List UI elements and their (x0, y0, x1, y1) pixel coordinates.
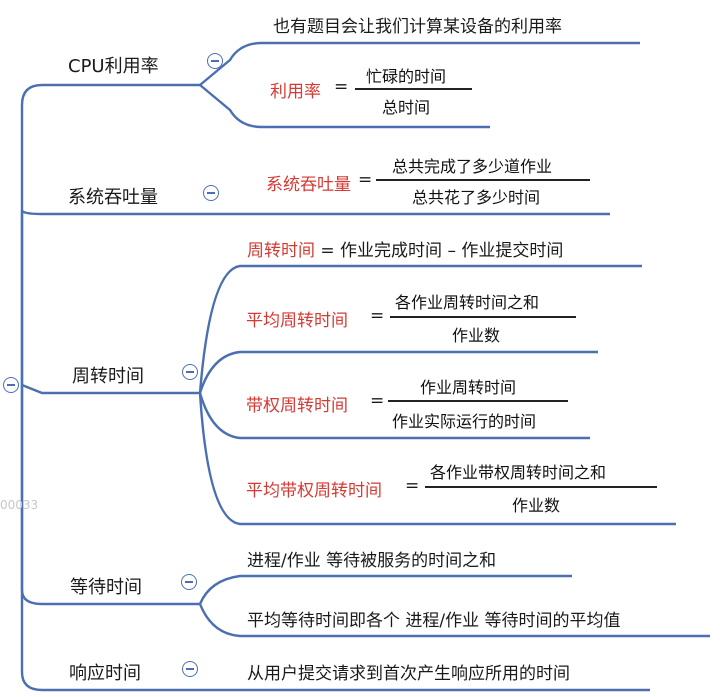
cpu-formula-eq: = (334, 77, 349, 97)
weighted-turnaround-fraction-bar (388, 400, 568, 402)
waiting-collapse-toggle[interactable] (181, 574, 197, 590)
weighted-turnaround-denominator: 作业实际运行的时间 (392, 412, 537, 431)
avg-weighted-turnaround-numerator: 各作业带权周转时间之和 (430, 463, 607, 482)
node-waiting-time[interactable]: 等待时间 (70, 577, 142, 598)
weighted-turnaround-numerator: 作业周转时间 (420, 378, 517, 397)
throughput-fraction-bar (376, 179, 590, 181)
turnaround-collapse-toggle[interactable] (182, 364, 198, 380)
avg-turnaround-fraction-bar (390, 316, 576, 318)
avg-weighted-turnaround-eq: = (405, 476, 420, 496)
node-turnaround-time[interactable]: 周转时间 (72, 366, 144, 387)
weighted-turnaround-name: 带权周转时间 (246, 396, 348, 416)
avg-turnaround-numerator: 各作业周转时间之和 (395, 293, 540, 312)
turnaround-item-1-name: 周转时间 (247, 241, 315, 261)
throughput-denominator: 总共花了多少时间 (412, 188, 541, 207)
throughput-collapse-toggle[interactable] (203, 185, 219, 201)
avg-weighted-turnaround-name: 平均带权周转时间 (246, 481, 382, 501)
response-item[interactable]: 从用户提交请求到首次产生响应所用的时间 (247, 664, 570, 684)
throughput-numerator: 总共完成了多少道作业 (392, 157, 553, 176)
avg-weighted-turnaround-fraction-bar (425, 486, 657, 488)
cpu-formula-name: 利用率 (270, 82, 321, 102)
cpu-denominator: 总时间 (382, 98, 431, 117)
watermark-text: 00033 (0, 498, 39, 512)
turnaround-item-1-rest: = 作业完成时间 – 作业提交时间 (315, 241, 564, 261)
node-cpu-utilization[interactable]: CPU利用率 (68, 56, 159, 77)
throughput-formula-eq: = (358, 170, 373, 190)
root-collapse-toggle[interactable] (3, 377, 19, 393)
response-collapse-toggle[interactable] (182, 661, 198, 677)
waiting-item-2[interactable]: 平均等待时间即各个 进程/作业 等待时间的平均值 (247, 611, 621, 631)
turnaround-item-1[interactable]: 周转时间 = 作业完成时间 – 作业提交时间 (247, 236, 563, 261)
avg-turnaround-denominator: 作业数 (452, 326, 501, 345)
node-throughput[interactable]: 系统吞吐量 (68, 187, 158, 208)
avg-weighted-turnaround-denominator: 作业数 (512, 496, 561, 515)
waiting-item-1[interactable]: 进程/作业 等待被服务的时间之和 (247, 551, 497, 571)
node-response-time[interactable]: 响应时间 (69, 663, 141, 684)
throughput-formula-name: 系统吞吐量 (266, 175, 351, 195)
cpu-note[interactable]: 也有题目会让我们计算某设备的利用率 (273, 17, 562, 37)
weighted-turnaround-eq: = (370, 391, 385, 411)
cpu-fraction-bar (355, 88, 472, 90)
cpu-collapse-toggle[interactable] (207, 53, 223, 69)
cpu-numerator: 忙碌的时间 (366, 67, 447, 86)
avg-turnaround-name: 平均周转时间 (246, 311, 348, 331)
avg-turnaround-eq: = (370, 306, 385, 326)
